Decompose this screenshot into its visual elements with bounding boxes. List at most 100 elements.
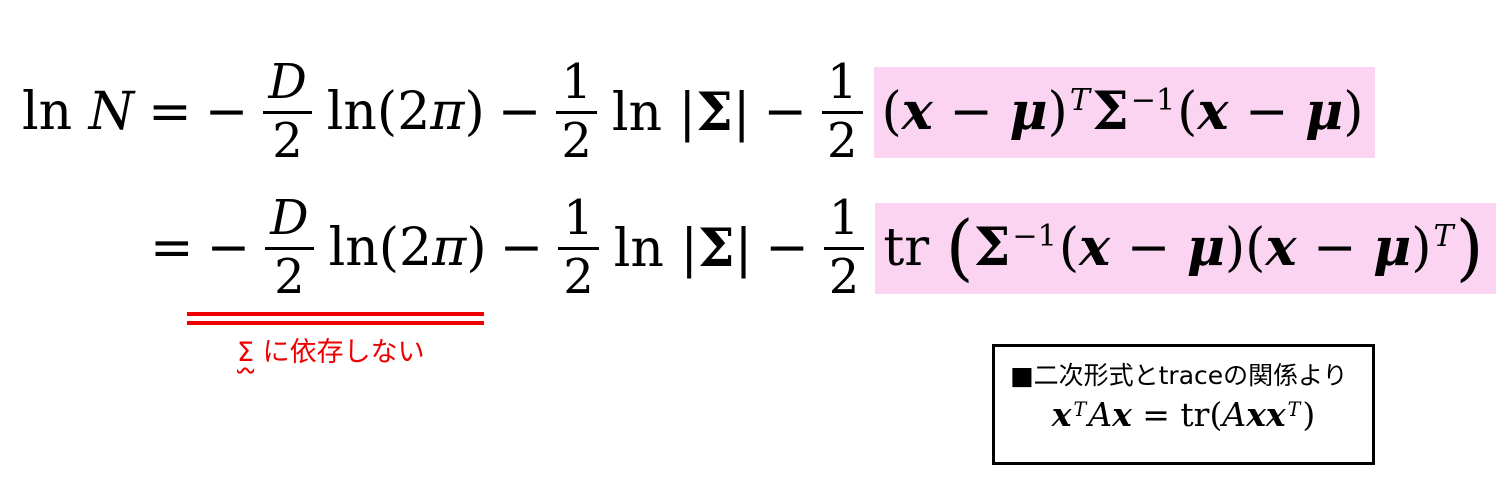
- math-token: =: [150, 218, 194, 278]
- math-token: ln: [22, 82, 89, 142]
- math-token: ln(2: [328, 218, 433, 278]
- math-token: x: [1079, 216, 1111, 278]
- sigma-symbol: Σ: [237, 337, 255, 368]
- fraction-bar: [823, 246, 865, 250]
- math-token: x: [1051, 395, 1072, 434]
- math-token: Σ: [1091, 80, 1129, 142]
- math-segment: ln |Σ|: [612, 82, 750, 143]
- math-segment: −: [498, 82, 542, 142]
- note-box-title: ■二次形式とtraceの関係より: [1010, 361, 1348, 390]
- math-token: ): [1343, 81, 1364, 142]
- math-token: |: [734, 218, 753, 279]
- math-token: −: [1110, 217, 1187, 278]
- math-token: N: [88, 82, 136, 142]
- fraction-denominator: 2: [274, 248, 305, 305]
- math-token: x: [901, 80, 933, 142]
- fraction-denominator: 2: [272, 112, 303, 169]
- highlighted-expression: (x − μ)TΣ−1(x − μ): [873, 66, 1376, 158]
- fraction-numerator: D: [270, 189, 309, 246]
- math-token: =: [148, 82, 192, 142]
- fraction-denominator: 2: [826, 112, 858, 169]
- math-token: ): [464, 82, 485, 142]
- fraction-denominator: 2: [561, 112, 592, 169]
- math-segment: −: [205, 82, 249, 142]
- math-token: −: [1296, 217, 1374, 278]
- math-token: μ: [1009, 80, 1048, 142]
- math-token: A: [1222, 395, 1247, 434]
- math-segment: ln(2π): [329, 218, 487, 278]
- math-segment: −: [765, 218, 809, 278]
- sigma-note-text: に依存しない: [254, 337, 425, 368]
- math-segment: ln(2π): [327, 82, 485, 142]
- math-token: T: [1073, 398, 1087, 422]
- math-token: )(: [1224, 217, 1266, 278]
- math-token: ln |: [611, 82, 697, 143]
- math-token: T: [1069, 82, 1090, 118]
- math-token: π: [432, 218, 467, 278]
- math-token: x: [1197, 80, 1229, 142]
- fraction-bar: [558, 246, 599, 250]
- math-token: x: [1246, 395, 1266, 434]
- math-token: x: [1265, 216, 1297, 278]
- math-token: μ: [1373, 216, 1412, 278]
- math-token: (: [881, 81, 902, 142]
- math-token: ): [1047, 81, 1068, 142]
- math-token: −: [499, 218, 544, 278]
- math-token: =: [1131, 395, 1181, 434]
- math-segment: −: [763, 82, 807, 142]
- math-token: ): [1411, 217, 1432, 278]
- math-segment: −: [500, 218, 544, 278]
- fraction-numerator: 1: [828, 189, 860, 246]
- math-token: ln(2: [326, 82, 431, 142]
- math-token: |: [732, 82, 751, 143]
- highlighted-expression: tr (Σ−1(x − μ)(x − μ)T): [875, 202, 1496, 294]
- math-segment: −: [207, 218, 251, 278]
- math-token: A: [1088, 395, 1113, 434]
- fraction-numerator: 1: [826, 53, 858, 110]
- red-double-underline: [187, 312, 484, 325]
- math-token: x: [1265, 395, 1286, 434]
- math-token: −: [497, 82, 542, 142]
- fraction-numerator: 1: [561, 53, 592, 110]
- math-token: x: [1112, 395, 1132, 434]
- math-token: −1: [1012, 218, 1057, 254]
- math-token: (: [945, 204, 974, 289]
- fraction-numerator: 1: [563, 189, 594, 246]
- math-token: T: [1287, 398, 1301, 422]
- math-token: Σ: [697, 217, 735, 279]
- math-segment: ln |Σ|: [614, 218, 752, 279]
- math-token: −: [204, 82, 249, 142]
- math-token: −: [763, 82, 807, 142]
- math-token: μ: [1186, 216, 1225, 278]
- math-token: Σ: [696, 81, 733, 143]
- math-token: Σ: [973, 216, 1011, 278]
- fraction-numerator: D: [268, 53, 307, 110]
- sigma-independence-note: Σ に依存しない: [237, 330, 425, 369]
- math-token: (: [1177, 81, 1198, 142]
- math-token: tr: [883, 217, 946, 278]
- math-token: μ: [1305, 80, 1344, 142]
- math-token: ): [1302, 395, 1316, 434]
- fraction-bar: [263, 110, 312, 114]
- math-token: T: [1433, 218, 1454, 254]
- math-token: ln |: [613, 218, 698, 279]
- math-segment: ln N: [22, 82, 135, 142]
- fraction-bar: [821, 110, 863, 114]
- math-token: (: [1058, 217, 1080, 278]
- math-token: −: [206, 218, 251, 278]
- math-token: −1: [1130, 82, 1176, 118]
- fraction-bar: [556, 110, 597, 114]
- math-token: −: [765, 218, 809, 278]
- fraction-bar: [265, 246, 314, 250]
- math-segment: =: [150, 218, 194, 278]
